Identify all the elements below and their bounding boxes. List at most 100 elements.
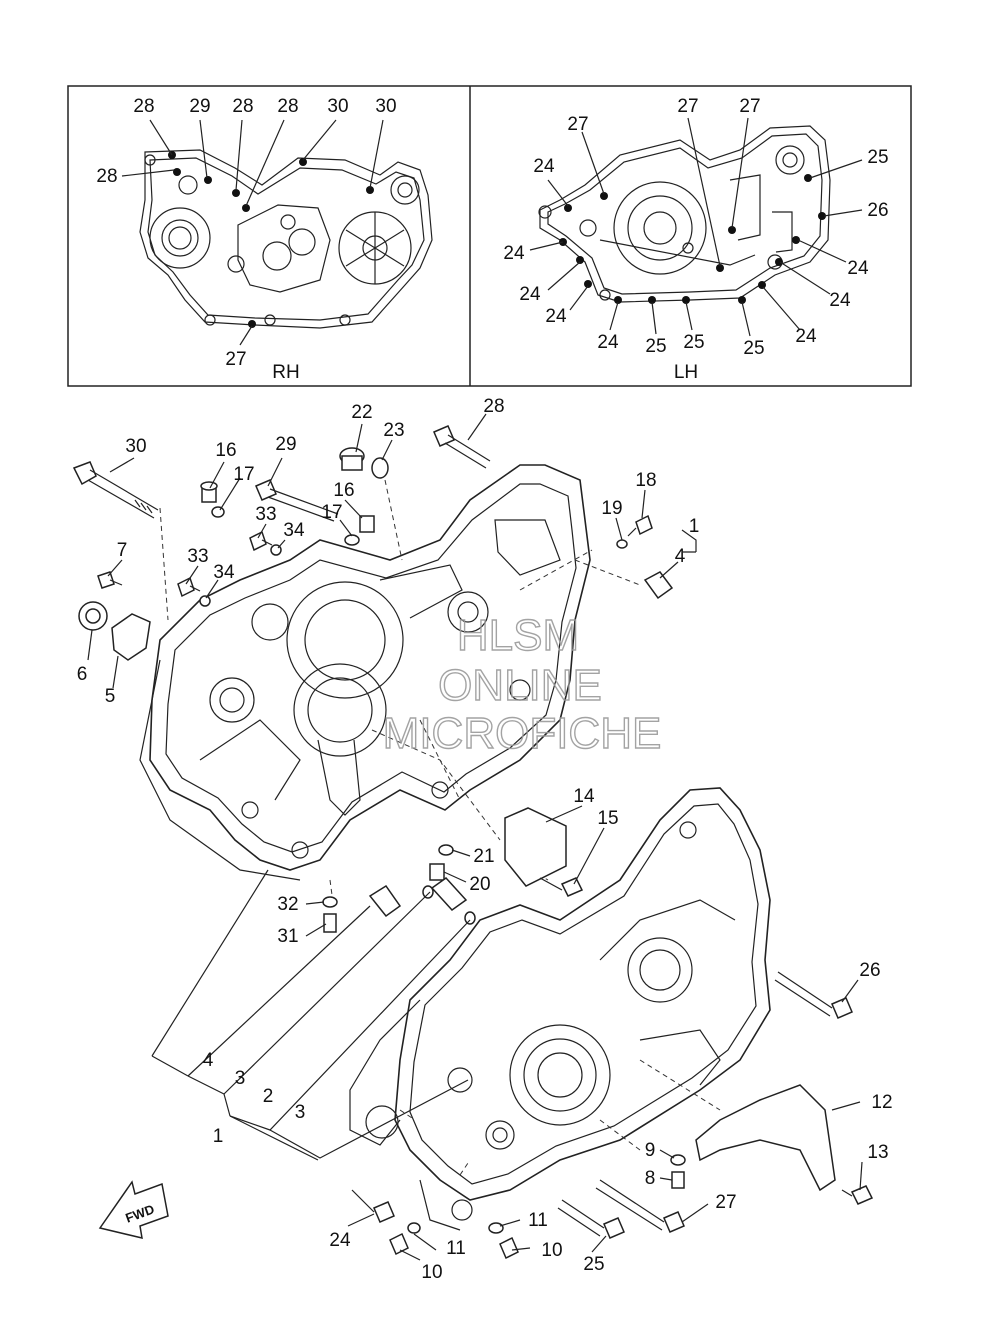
callout-11a: 11 [528, 1210, 548, 1231]
watermark-line1: HLSM [457, 611, 579, 660]
o-ring-17a [211, 506, 225, 518]
washer-34b [199, 595, 211, 607]
bolt-27 [595, 1179, 685, 1233]
dowel-4b [368, 884, 402, 918]
lh-callout-24c: 24 [847, 258, 869, 279]
cover-14 [504, 807, 567, 887]
rh-callout-28c: 28 [232, 96, 253, 117]
washer-32 [322, 896, 338, 908]
o-ring-17b [344, 534, 360, 546]
callout-20: 20 [469, 874, 490, 895]
plate-5 [111, 613, 151, 661]
plug-20 [429, 863, 445, 881]
bolt-7 [97, 571, 123, 589]
lh-callouts: 27 27 27 25 24 26 24 24 24 24 24 24 24 2… [503, 96, 888, 383]
bearing-6 [78, 601, 108, 631]
lh-callout-24a: 24 [533, 156, 555, 177]
callout-1a: 1 [689, 516, 700, 537]
callout-11b: 11 [446, 1238, 466, 1259]
inset-panel [67, 85, 912, 387]
plug-22 [339, 447, 365, 471]
fwd-arrow: FWD [98, 1180, 169, 1239]
bolt-24 [351, 1189, 395, 1223]
bolt-10b [499, 1236, 519, 1260]
callout-17a: 17 [233, 464, 254, 485]
rh-crankcase-outline [139, 149, 433, 329]
bolt-33a [249, 530, 273, 552]
watermark-line3: MICROFICHE [383, 709, 662, 758]
lh-crankcase-outline [538, 125, 831, 303]
watermark-line2: ONLINE [438, 661, 602, 710]
lh-callout-24d: 24 [519, 284, 541, 305]
lh-callout-25c: 25 [683, 332, 704, 353]
callout-13: 13 [867, 1142, 888, 1163]
callout-24: 24 [329, 1230, 351, 1251]
rh-leaders [121, 119, 384, 346]
callout-4a: 4 [675, 546, 686, 567]
callout-18: 18 [635, 470, 656, 491]
bolt-33b [177, 576, 201, 598]
callout-10a: 10 [421, 1262, 442, 1283]
o-ring-23 [371, 457, 389, 479]
bolt-25 [557, 1199, 625, 1239]
callout-28: 28 [483, 396, 504, 417]
washer-21 [438, 844, 454, 856]
lh-title: LH [674, 362, 698, 383]
callout-2: 2 [263, 1086, 274, 1107]
bolt-13 [841, 1185, 874, 1205]
callout-25: 25 [583, 1254, 604, 1275]
lh-callout-25b: 25 [645, 336, 666, 357]
lh-callout-27a: 27 [567, 114, 588, 135]
bolt-18 [627, 514, 653, 537]
rh-callout-27: 27 [225, 349, 246, 370]
rh-title: RH [272, 362, 299, 383]
rh-callout-30a: 30 [327, 96, 348, 117]
callout-17b: 17 [321, 502, 342, 523]
pipe-3a [422, 877, 476, 925]
right-crankcase-half [139, 464, 591, 881]
lh-callout-27c: 27 [739, 96, 760, 117]
callout-14: 14 [573, 786, 595, 807]
plug-16a [200, 481, 218, 503]
callout-21: 21 [473, 846, 494, 867]
callout-16a: 16 [215, 440, 236, 461]
rh-callout-30b: 30 [375, 96, 396, 117]
callout-9: 9 [645, 1140, 656, 1161]
callout-3b: 3 [295, 1102, 306, 1123]
bolt-31 [323, 913, 337, 933]
dowel-4a [643, 571, 674, 600]
callout-6: 6 [77, 664, 88, 685]
lh-callout-26: 26 [867, 200, 888, 221]
bolt-28 [433, 425, 491, 469]
callout-22: 22 [351, 402, 372, 423]
callout-26: 26 [859, 960, 880, 981]
lh-callout-24f: 24 [545, 306, 567, 327]
callout-33b: 33 [187, 546, 208, 567]
lh-callout-24g: 24 [795, 326, 817, 347]
callout-5: 5 [105, 686, 116, 707]
callout-10b: 10 [541, 1240, 562, 1261]
rh-bolt-points [168, 151, 374, 328]
callout-34b: 34 [213, 562, 235, 583]
gasket-12 [695, 1084, 836, 1192]
rh-callout-28b: 28 [96, 166, 117, 187]
alignment-lines [159, 479, 721, 1176]
plug-16b [359, 515, 375, 533]
lh-callout-24b: 24 [503, 243, 525, 264]
lh-callout-27b: 27 [677, 96, 698, 117]
bolt-15 [539, 877, 584, 897]
washer-9 [670, 1154, 686, 1166]
bolt-10a [389, 1232, 409, 1256]
callout-23: 23 [383, 420, 404, 441]
callout-3a: 3 [235, 1068, 246, 1089]
callout-32: 32 [277, 894, 298, 915]
callout-30: 30 [125, 436, 146, 457]
bolt-8 [671, 1171, 685, 1189]
rh-callout-29: 29 [189, 96, 210, 117]
lh-callout-25a: 25 [867, 147, 888, 168]
bolt-30 [72, 461, 159, 519]
lh-bolt-points [559, 174, 826, 304]
main-leaders [87, 413, 863, 1261]
washer-19 [616, 539, 628, 549]
main-callouts: 30 16 17 29 22 23 28 16 17 33 34 7 33 34… [77, 396, 893, 1283]
